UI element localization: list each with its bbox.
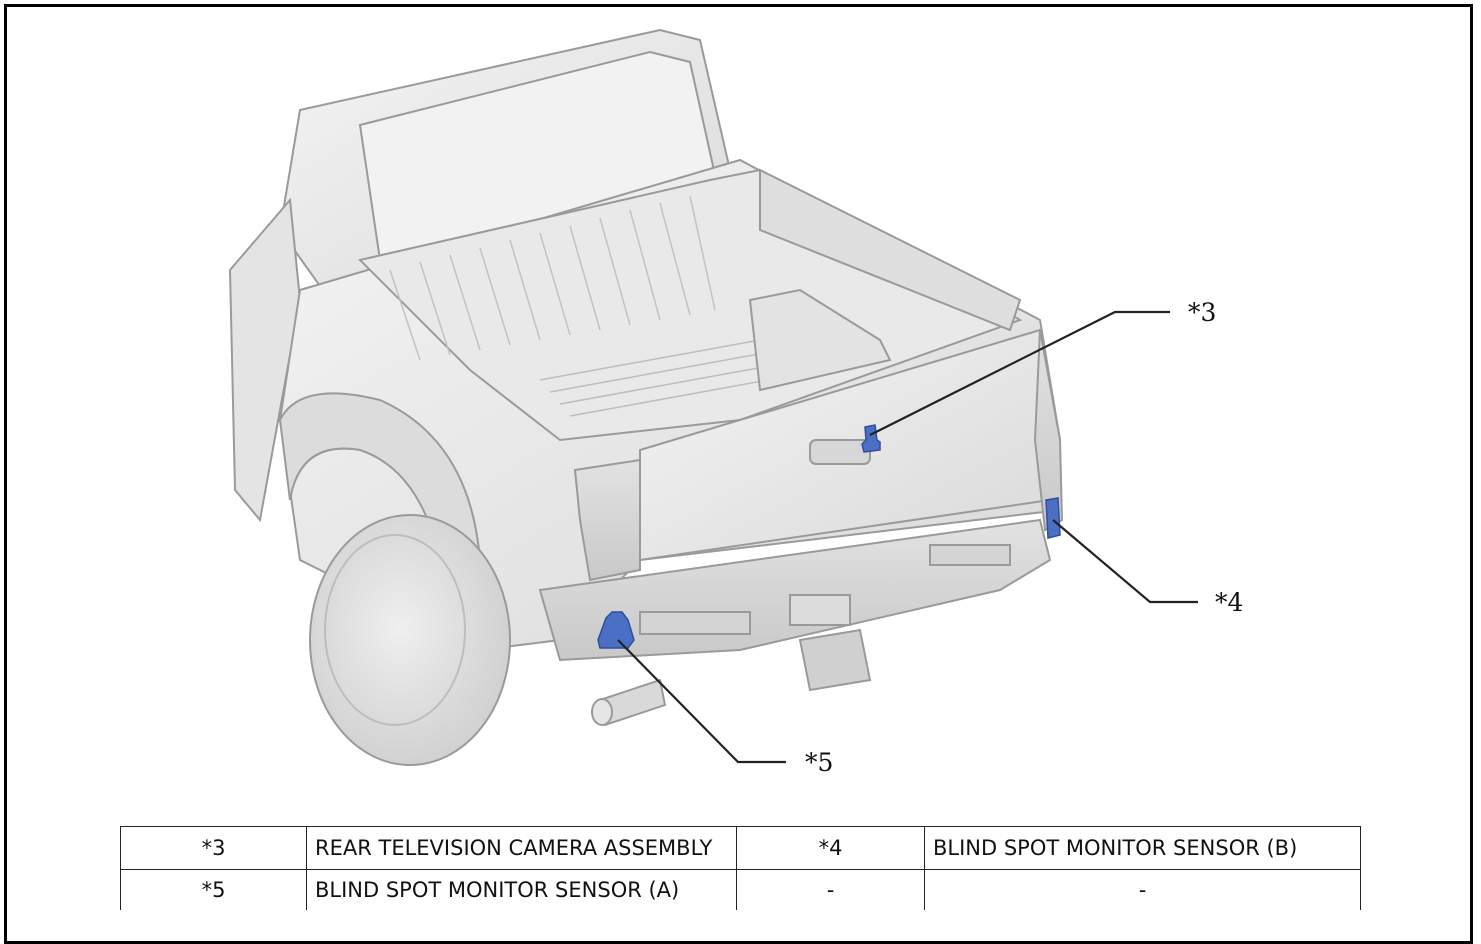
sensor-5-highlight — [597, 611, 635, 649]
bumper-shape — [538, 518, 1052, 692]
truck-bed-illustration: *3 *4 *5 — [228, 28, 1243, 777]
exhaust-shape — [591, 678, 667, 727]
callout-label-5: *5 — [805, 748, 833, 777]
rear-tire-shape — [278, 392, 511, 766]
legend-description: REAR TELEVISION CAMERA ASSEMBLY — [306, 826, 737, 870]
leader-line-5 — [617, 639, 786, 764]
leader-line-3 — [869, 310, 1170, 436]
legend-table: *3 REAR TELEVISION CAMERA ASSEMBLY *4 BL… — [120, 826, 1361, 910]
leader-lines — [617, 310, 1198, 764]
legend-description: BLIND SPOT MONITOR SENSOR (A) — [306, 869, 737, 910]
callout-label-4: *4 — [1215, 588, 1243, 617]
callout-label-3: *3 — [1188, 298, 1216, 327]
legend-code: *5 — [120, 869, 307, 910]
sensor-4-highlight — [1045, 497, 1061, 539]
legend-code: *4 — [736, 826, 925, 870]
leader-line-4 — [1052, 519, 1198, 604]
legend-row: *3 REAR TELEVISION CAMERA ASSEMBLY *4 BL… — [120, 826, 1361, 870]
taillight-shape — [573, 329, 1064, 582]
legend-description: - — [924, 869, 1361, 910]
legend-code: *3 — [120, 826, 307, 870]
legend-description: BLIND SPOT MONITOR SENSOR (B) — [924, 826, 1361, 870]
legend-row: *5 BLIND SPOT MONITOR SENSOR (A) - - — [120, 869, 1361, 910]
legend-code: - — [736, 869, 925, 910]
